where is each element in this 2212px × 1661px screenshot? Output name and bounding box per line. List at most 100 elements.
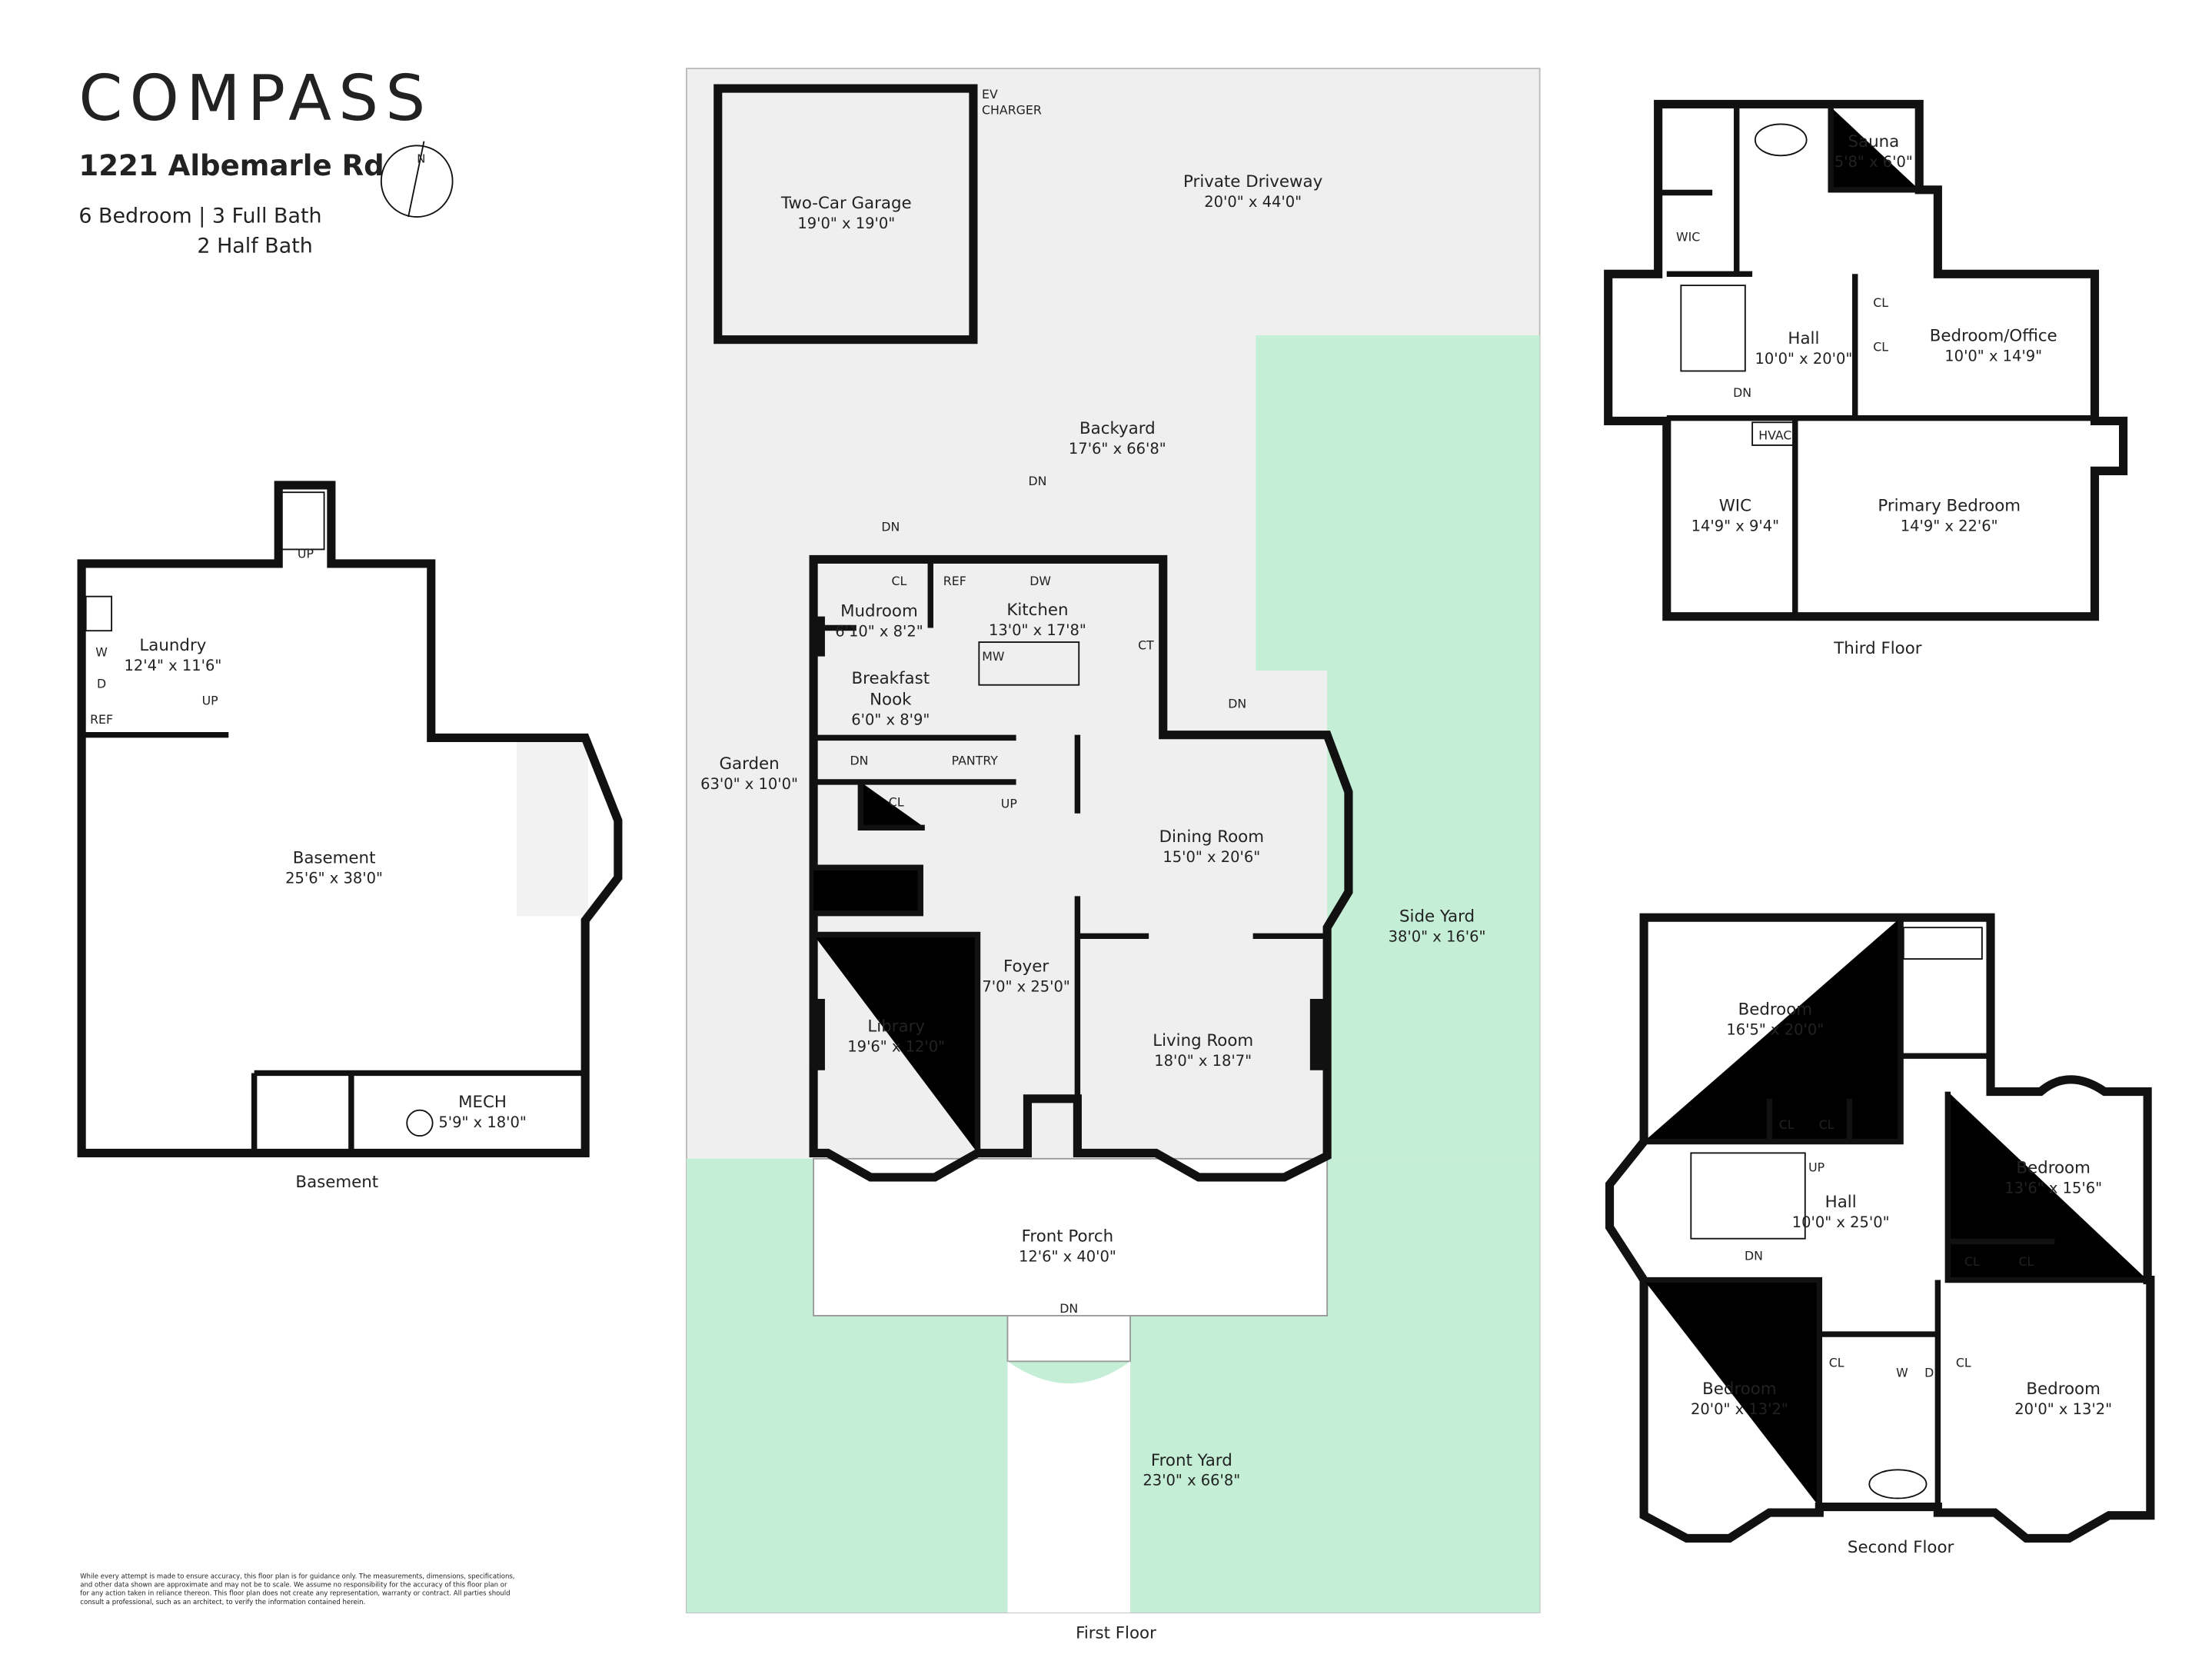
property-summary: 6 Bedroom | 3 Full Bath xyxy=(78,204,321,228)
plan-label: Breakfast xyxy=(852,669,930,688)
plan-label: Bedroom xyxy=(2016,1158,2090,1177)
plan-label: UP xyxy=(298,547,314,561)
plan-label: Kitchen xyxy=(1006,601,1068,620)
plan-label: Dining Room xyxy=(1159,827,1264,847)
plan-label: Bedroom xyxy=(1738,1000,1812,1019)
plan-label: CL xyxy=(889,794,904,809)
plan-label: DN xyxy=(1228,696,1246,711)
plan-label: 14'9" x 22'6" xyxy=(1901,517,1998,534)
plan-label: Side Yard xyxy=(1399,907,1475,927)
second-floor-caption: Second Floor xyxy=(1848,1538,1954,1557)
plan-label: CL xyxy=(1779,1117,1795,1132)
plan-label: Hall xyxy=(1825,1193,1857,1212)
plan-label: for any action taken in reliance thereon… xyxy=(80,1590,510,1598)
plan-label: CL xyxy=(1873,339,1888,354)
plan-label: 6'10" x 8'2" xyxy=(835,623,923,641)
plan-label: 18'0" x 18'7" xyxy=(1154,1052,1252,1070)
plan-label: 63'0" x 10'0" xyxy=(700,775,798,793)
plan-label: N xyxy=(417,153,425,166)
plan-label: MW xyxy=(982,649,1005,664)
plan-label: UP xyxy=(1001,796,1017,811)
plan-label: 14'9" x 9'4" xyxy=(1691,517,1779,534)
plan-label: CL xyxy=(1873,295,1888,310)
plan-label: PANTRY xyxy=(952,754,999,768)
plan-label: CL xyxy=(1956,1356,1971,1370)
plan-label: Basement xyxy=(293,849,376,868)
property-summary-baths: 2 Half Bath xyxy=(197,234,312,258)
plan-label: 23'0" x 66'8" xyxy=(1143,1472,1240,1490)
plan-label: Front Yard xyxy=(1151,1451,1232,1470)
plan-label: 38'0" x 16'6" xyxy=(1389,928,1486,946)
plan-label: DN xyxy=(1028,474,1046,488)
plan-label: 20'0" x 44'0" xyxy=(1204,193,1302,211)
plan-label: UP xyxy=(1808,1160,1824,1175)
plan-label: 5'8" x 6'0" xyxy=(1834,153,1913,171)
plan-label: D xyxy=(1924,1366,1934,1380)
third-floor-plan: WIC CL CL HVAC DN Sauna 5'8" x 6'0" Hall… xyxy=(1604,99,2128,658)
plan-label: REF xyxy=(943,574,966,588)
plan-label: Nook xyxy=(870,691,912,710)
plan-label: HVAC xyxy=(1758,428,1791,443)
plan-label: CL xyxy=(1819,1117,1834,1132)
plan-label: 7'0" x 25'0" xyxy=(982,978,1069,996)
plan-label: Sauna xyxy=(1848,132,1899,151)
plan-label: CL xyxy=(1829,1356,1844,1370)
north-compass-icon: N xyxy=(380,141,454,218)
plan-label: CHARGER xyxy=(982,102,1042,117)
plan-label: Laundry xyxy=(139,636,206,655)
plan-label: Front Porch xyxy=(1022,1227,1113,1246)
plan-label: 15'0" x 20'6" xyxy=(1163,848,1260,866)
plan-label: DN xyxy=(850,754,869,768)
plan-label: W xyxy=(1896,1366,1908,1380)
plan-label: CL xyxy=(1964,1254,1980,1269)
plan-label: MECH xyxy=(458,1093,507,1112)
plan-label: Bedroom xyxy=(2026,1380,2100,1399)
plan-label: 19'0" x 19'0" xyxy=(797,215,895,232)
plan-label: Garden xyxy=(719,754,779,774)
plan-label: Private Driveway xyxy=(1183,172,1322,191)
plan-label: Bedroom xyxy=(1702,1380,1776,1399)
plan-label: While every attempt is made to ensure ac… xyxy=(80,1573,514,1580)
plan-label: W xyxy=(95,645,108,660)
plan-label: REF xyxy=(90,712,113,727)
plan-label: 19'6" x 12'0" xyxy=(847,1038,945,1056)
third-floor-caption: Third Floor xyxy=(1833,639,1921,658)
disclaimer: While every attempt is made to ensure ac… xyxy=(80,1573,514,1606)
plan-label: 5'9" x 18'0" xyxy=(438,1113,526,1131)
plan-label: CL xyxy=(2019,1254,2034,1269)
plan-label: DN xyxy=(1745,1249,1763,1263)
plan-label: CT xyxy=(1138,637,1154,652)
plan-label: 16'5" x 20'0" xyxy=(1726,1020,1824,1038)
property-address: 1221 Albemarle Rd xyxy=(78,149,384,182)
plan-label: WIC xyxy=(1676,230,1700,245)
plan-label: 10'0" x 25'0" xyxy=(1792,1213,1890,1231)
plan-label: CL xyxy=(892,574,907,588)
plan-label: 20'0" x 13'2" xyxy=(1691,1400,1788,1418)
plan-label: and other data shown are approximate and… xyxy=(80,1582,507,1589)
second-floor-plan: CL CL CL CL CL CL W D UP DN Bedroom 16'5… xyxy=(1605,913,2155,1557)
compass-logo: COMPASS xyxy=(78,62,432,135)
plan-label: Mudroom xyxy=(840,602,918,621)
first-floor-plan: EV CHARGER CL REF DW MW CT PANTRY CL DN … xyxy=(686,68,1541,1643)
plan-label: Two-Car Garage xyxy=(780,194,912,213)
plan-label: 12'6" x 40'0" xyxy=(1019,1247,1116,1265)
plan-label: EV xyxy=(982,87,998,102)
plan-label: WIC xyxy=(1719,496,1751,515)
basement-plan: W D REF UP UP Laundry 12'4" x 11'6" Base… xyxy=(77,481,623,1192)
plan-label: Library xyxy=(867,1017,925,1037)
plan-label: Hall xyxy=(1788,329,1819,348)
first-floor-caption: First Floor xyxy=(1076,1623,1156,1643)
plan-label: consult a professional, such as an archi… xyxy=(80,1599,365,1606)
plan-label: Backyard xyxy=(1079,419,1156,438)
plan-label: Foyer xyxy=(1003,957,1049,977)
plan-label: DN xyxy=(1059,1301,1078,1316)
plan-label: 10'0" x 14'9" xyxy=(1944,347,2042,364)
plan-label: UP xyxy=(202,694,218,708)
plan-label: DN xyxy=(1733,385,1751,400)
plan-label: 25'6" x 38'0" xyxy=(285,870,383,887)
logo-wordmark: COMPASS xyxy=(78,62,432,135)
plan-label: 12'4" x 11'6" xyxy=(124,657,221,674)
plan-label: 17'6" x 66'8" xyxy=(1069,440,1166,458)
plan-label: DN xyxy=(881,519,900,534)
